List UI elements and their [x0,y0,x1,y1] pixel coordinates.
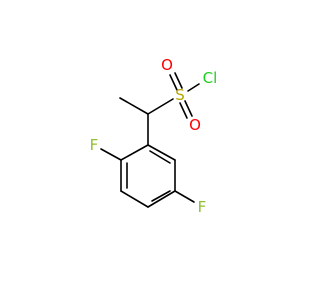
bond-sulfur-oxygen-top-b [174,72,183,89]
atom-fluorine-right: F [198,198,207,216]
bond-ring-fluorine-left [100,148,122,161]
atom-fluorine-left: F [90,136,99,154]
bond-sulfur-oxygen-bottom-b [184,100,193,117]
structure-canvas: S O O Cl F F [89,56,218,216]
ring-bond-4 [147,190,176,208]
ring-bond-6 [147,144,176,161]
atom-oxygen-top: O [161,56,173,74]
bond-sulfur-chlorine [187,83,200,92]
atom-sulfur: S [175,86,185,104]
bond-ring-fluorine-right [174,190,195,203]
atom-oxygen-bottom: O [189,116,201,134]
bond-methyl-ch [119,97,149,115]
ring-bond-3 [120,190,149,208]
bond-sulfur-oxygen-top-a [169,74,178,91]
ring-inner-bond-3 [149,150,171,164]
molecule-drawing: S O O Cl F F [90,56,218,216]
ring-bond-1 [120,144,149,161]
bond-ch-sulfur [147,98,174,115]
atom-chlorine: Cl [203,69,218,87]
ring-inner-bond-2 [151,190,171,202]
bond-sulfur-oxygen-bottom-a [179,102,188,119]
